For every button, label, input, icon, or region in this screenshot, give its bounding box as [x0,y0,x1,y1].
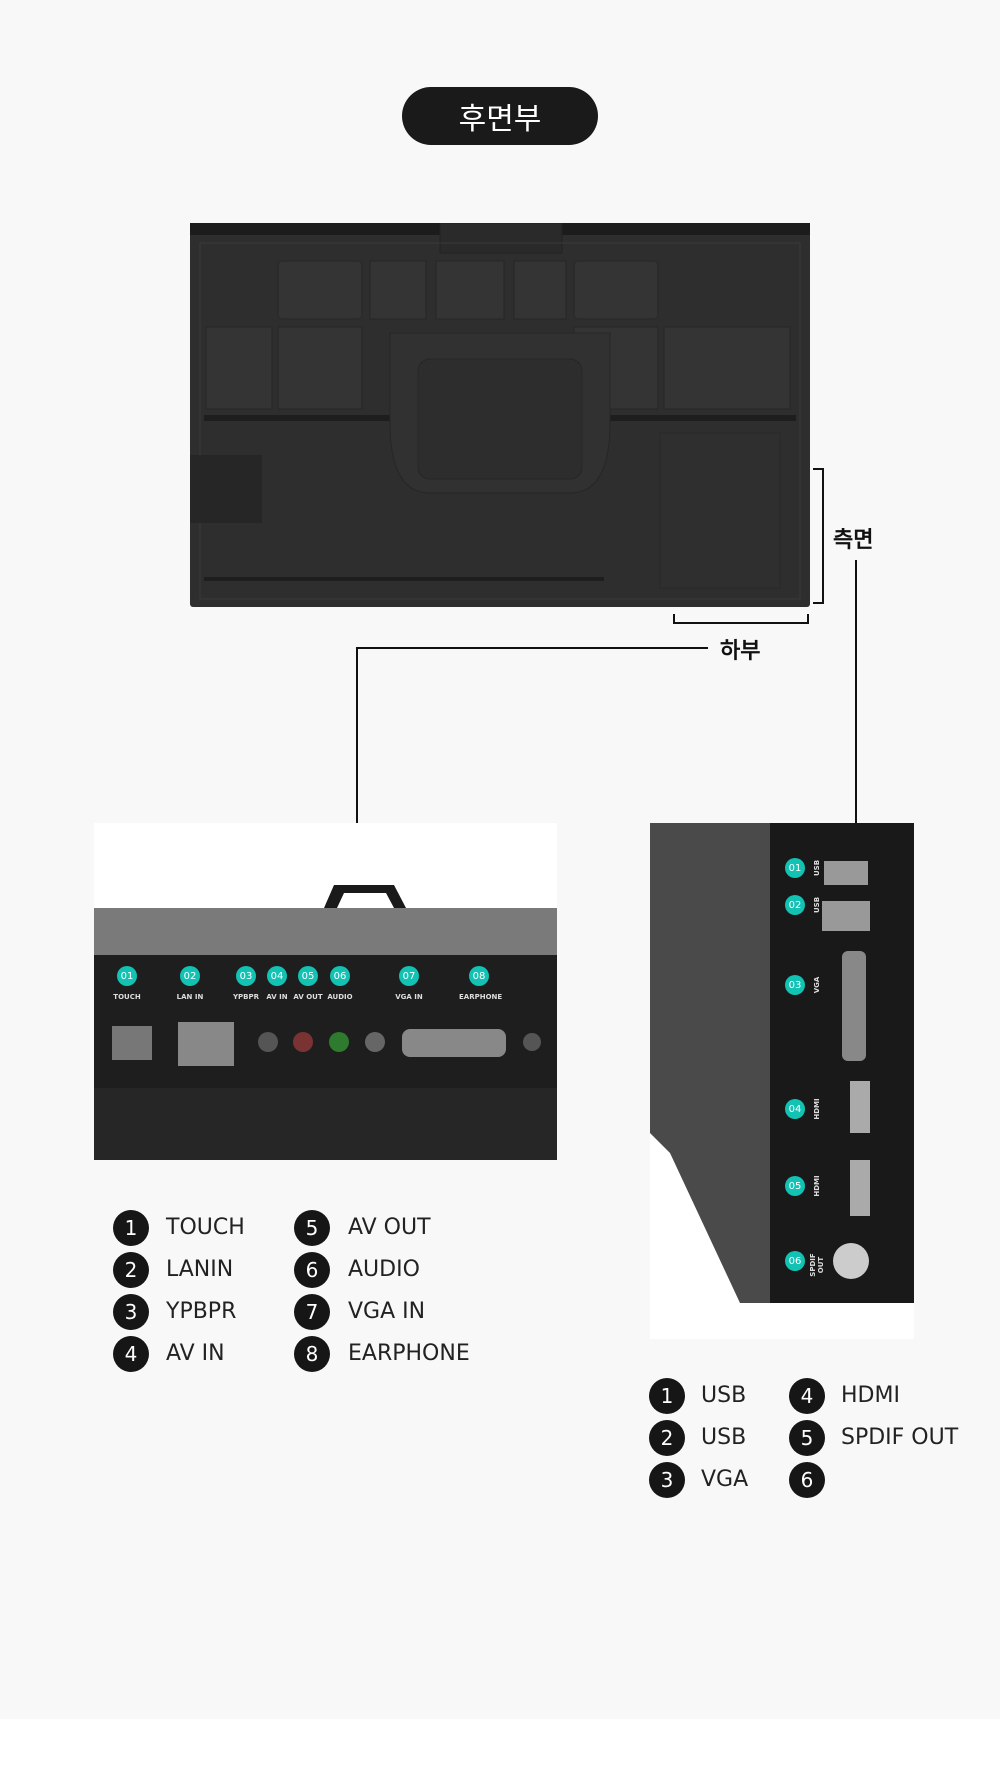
port-label: HDMI [813,1175,821,1197]
port-number-badge: 01 [117,966,137,986]
port-number-badge: 03 [785,975,805,995]
legend-label: USB [701,1383,747,1408]
legend-label: AV OUT [348,1215,431,1240]
port-number-badge: 02 [180,966,200,986]
port-number-badge: 07 [399,966,419,986]
port-label: USB [813,896,821,914]
bottom-label: 하부 [720,639,761,664]
port-label: VGA IN [395,993,423,1001]
side-bracket-top [813,468,823,470]
side-bracket-bottom [813,602,823,604]
port-label: HDMI [813,1098,821,1120]
bottom-connector-drop [356,647,358,823]
port-number-badge: 01 [785,858,805,878]
port-number-badge: 06 [785,1251,805,1271]
legend-number: 7 [294,1294,330,1330]
legend-label: TOUCH [166,1215,245,1240]
bottom-bracket [673,622,809,624]
legend-label: USB [701,1425,747,1450]
port-number-badge: 05 [298,966,318,986]
legend-number: 3 [113,1294,149,1330]
tv-rear-image [190,223,810,607]
side-connector-line [855,560,857,823]
legend-label: YPBPR [166,1299,237,1324]
legend-number: 4 [789,1378,825,1414]
port-label: AV OUT [293,993,323,1001]
bottom-connector-line [356,647,708,649]
legend-label: EARPHONE [348,1341,470,1366]
side-bracket [822,468,824,604]
legend-number: 2 [113,1252,149,1288]
bottom-bracket-left [673,614,675,624]
bottom-bracket-right [807,614,809,624]
section-title-pill: 후면부 [402,87,598,145]
legend-label: VGA IN [348,1299,426,1324]
port-number-badge: 02 [785,895,805,915]
legend-number: 4 [113,1336,149,1372]
port-label: YPBPR [232,993,260,1001]
port-label: USB [813,859,821,877]
legend-number: 3 [649,1462,685,1498]
section-title: 후면부 [458,102,542,137]
legend-number: 5 [789,1420,825,1456]
port-label: AUDIO [327,993,353,1001]
port-label: EARPHONE [459,993,503,1001]
side-label: 측면 [833,528,874,553]
port-number-badge: 05 [785,1176,805,1196]
port-label: AV IN [266,993,288,1001]
port-number-badge: 04 [267,966,287,986]
legend-label: HDMI [841,1383,900,1408]
legend-number: 5 [294,1210,330,1246]
legend-number: 1 [113,1210,149,1246]
legend-label: AV IN [166,1341,225,1366]
legend-number: 2 [649,1420,685,1456]
port-number-badge: 03 [236,966,256,986]
legend-label: SPDIF OUT [841,1425,959,1450]
legend-label: LANIN [166,1257,234,1282]
legend-number: 6 [789,1462,825,1498]
port-label: TOUCH [113,993,141,1001]
port-label: LAN IN [176,993,204,1001]
port-number-badge: 08 [469,966,489,986]
legend-number: 1 [649,1378,685,1414]
legend-label: AUDIO [348,1257,420,1282]
legend-number: 6 [294,1252,330,1288]
port-label: VGA [813,976,821,994]
legend-label: VGA [701,1467,749,1492]
legend-number: 8 [294,1336,330,1372]
port-label: SPDIF OUT [809,1253,825,1277]
port-number-badge: 06 [330,966,350,986]
port-number-badge: 04 [785,1099,805,1119]
